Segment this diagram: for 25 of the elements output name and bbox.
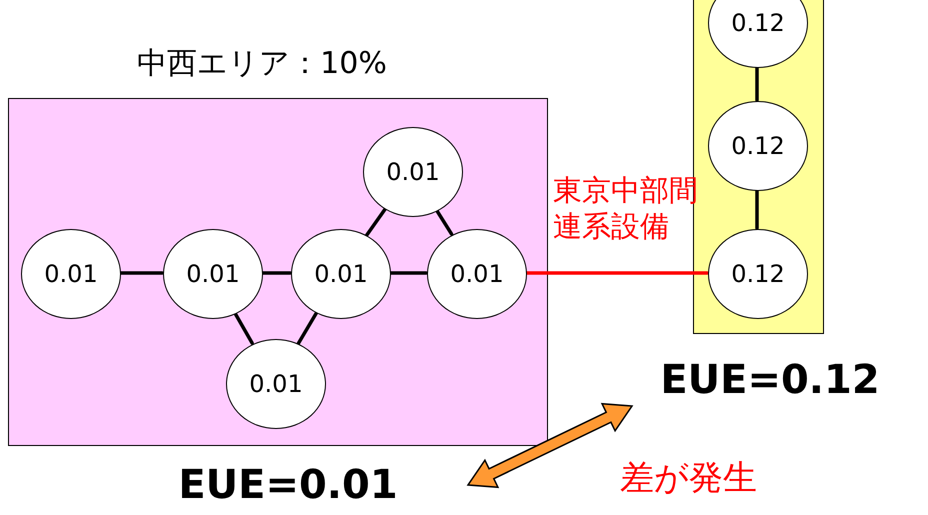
connector-line [233,311,254,345]
node-value: 0.12 [731,132,785,160]
node-value: 0.12 [731,260,785,288]
double-arrow [466,402,634,488]
connector-line [296,310,318,346]
connector-line [524,271,709,275]
node-value: 0.01 [386,158,440,186]
node-value: 0.01 [186,260,240,288]
connector-line [388,271,428,275]
node-value: 0.01 [450,260,504,288]
note-text: 差が発生 [620,457,757,500]
connector-line [434,208,454,236]
node-value: 0.01 [44,260,98,288]
connector-line [260,271,292,275]
node-value: 0.01 [314,260,368,288]
area-panel [8,98,548,446]
eue-value: EUE=0.01 [178,462,398,508]
connector-line [118,271,164,275]
node-value: 0.01 [249,370,303,398]
connector-line [365,207,387,237]
connector-line [755,65,759,102]
connector-line [755,188,759,230]
area-heading: 中西エリア：10% [136,45,388,83]
eue-value: EUE=0.12 [660,357,880,403]
node-value: 0.12 [731,9,785,37]
